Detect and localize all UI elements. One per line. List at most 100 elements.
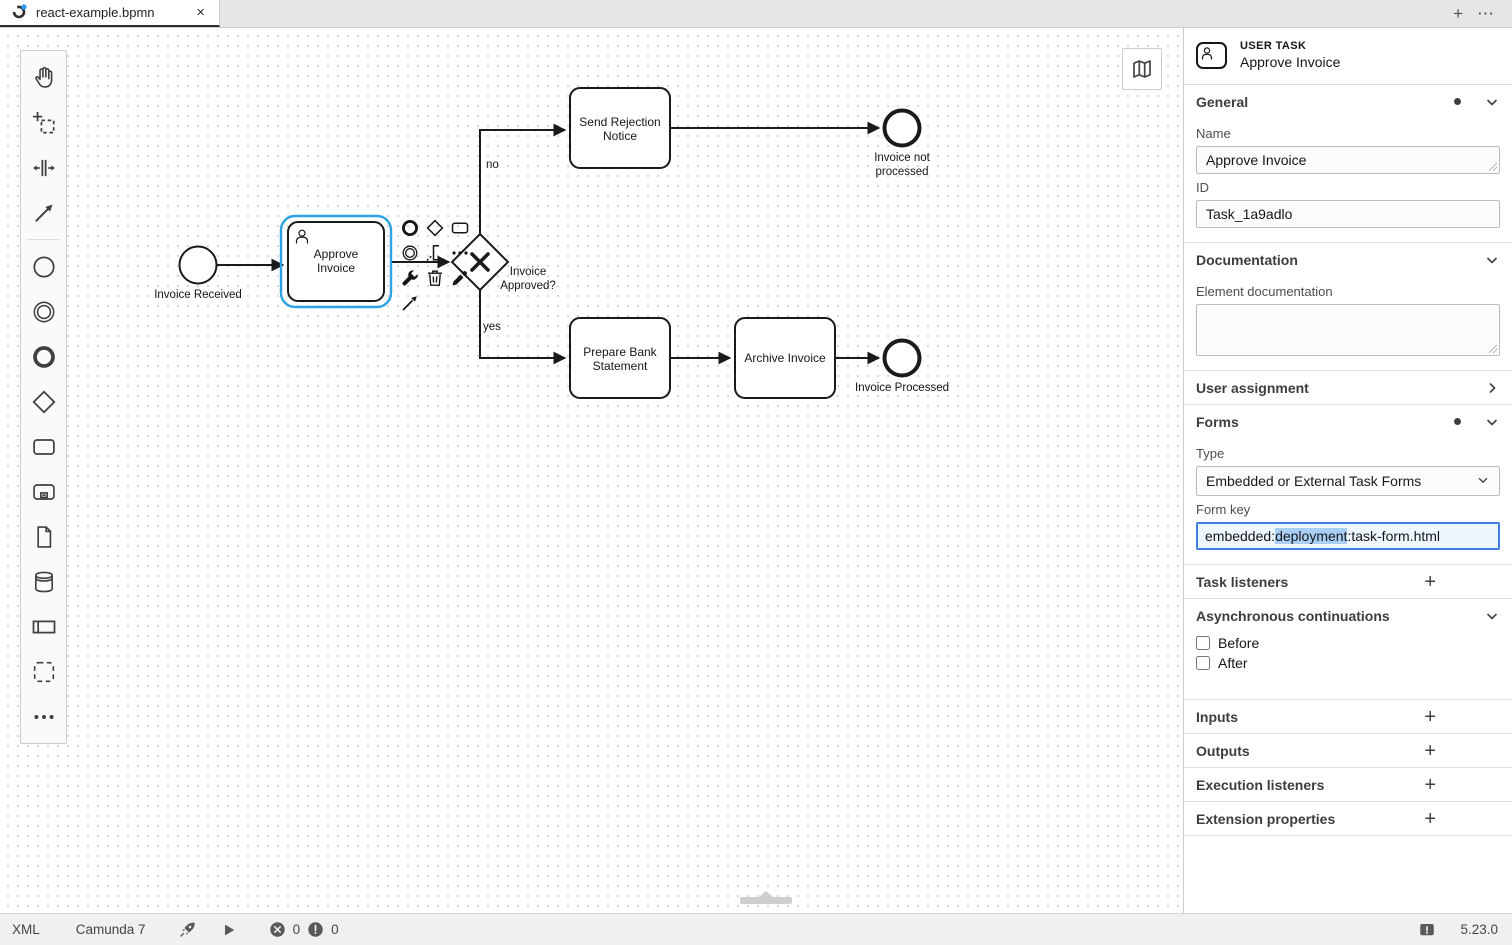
section-title: Execution listeners (1196, 776, 1325, 793)
task-prepare-bank-statement[interactable]: Prepare Bank Statement (569, 317, 671, 399)
minimap-toggle-button[interactable] (1122, 48, 1162, 90)
async-before-label: Before (1218, 635, 1260, 651)
add-task-listener-button[interactable]: + (1424, 570, 1436, 593)
section-task-listeners-header[interactable]: Task listeners + (1196, 565, 1500, 598)
start-instance-button[interactable] (209, 914, 249, 945)
name-field-label: Name (1196, 126, 1231, 141)
engine-label: Camunda 7 (75, 922, 146, 937)
create-data-store[interactable] (21, 559, 66, 604)
delete-trash-icon[interactable] (423, 266, 446, 289)
add-output-button[interactable]: + (1424, 739, 1436, 762)
engine-selector[interactable]: Camunda 7 (64, 914, 158, 945)
section-filled-indicator (1454, 418, 1461, 425)
user-task-person-icon (295, 229, 309, 244)
start-event-invoice-received[interactable] (178, 245, 218, 285)
add-execution-listener-button[interactable]: + (1424, 773, 1436, 796)
hand-tool[interactable] (21, 55, 66, 100)
map-icon (1133, 60, 1151, 78)
section-forms: Forms Type Embedded or External Task For… (1184, 405, 1512, 565)
element-name-label: Approve Invoice (1240, 54, 1341, 70)
resize-grip[interactable] (1489, 345, 1497, 353)
section-documentation-header[interactable]: Documentation (1196, 243, 1500, 276)
form-type-select[interactable]: Embedded or External Task Forms (1196, 466, 1500, 496)
form-key-input[interactable]: embedded:deployment:task-form.html (1196, 522, 1500, 550)
create-subprocess[interactable] (21, 469, 66, 514)
async-before-row[interactable]: Before (1196, 635, 1500, 651)
task-archive-invoice[interactable]: Archive Invoice (734, 317, 836, 399)
append-text-annotation[interactable] (423, 241, 446, 264)
tab-react-example[interactable]: react-example.bpmn × (0, 0, 220, 27)
palette-more-tools[interactable] (21, 694, 66, 739)
create-group[interactable] (21, 649, 66, 694)
deploy-button[interactable] (166, 914, 209, 945)
status-bar: XML Camunda 7 0 0 (0, 913, 1512, 945)
create-gateway[interactable] (21, 379, 66, 424)
async-before-checkbox[interactable] (1196, 636, 1210, 650)
chevron-down-icon (1484, 94, 1500, 110)
lasso-tool[interactable] (21, 100, 66, 145)
id-field-label: ID (1196, 180, 1209, 195)
append-task[interactable] (448, 216, 471, 239)
context-pad-more[interactable] (448, 241, 471, 264)
feedback-button[interactable] (1406, 921, 1448, 939)
add-extension-property-button[interactable]: + (1424, 807, 1436, 830)
tab-bar: react-example.bpmn × + ⋯ (0, 0, 1512, 28)
section-async-header[interactable]: Asynchronous continuations (1196, 599, 1500, 632)
create-data-object[interactable] (21, 514, 66, 559)
section-outputs: Outputs + (1184, 734, 1512, 768)
set-color-brush-icon[interactable] (448, 266, 471, 289)
chevron-down-icon (1484, 252, 1500, 268)
section-execution-listeners-header[interactable]: Execution listeners + (1196, 768, 1500, 801)
create-end-event[interactable] (21, 334, 66, 379)
tab-close-button[interactable]: × (192, 3, 209, 22)
xml-view-toggle[interactable]: XML (0, 914, 52, 945)
section-forms-header[interactable]: Forms (1196, 405, 1500, 438)
task-label-line: Statement (593, 359, 648, 373)
resize-grip[interactable] (1489, 163, 1497, 171)
name-input[interactable] (1196, 146, 1500, 174)
gateway-label-line: Invoice (510, 266, 546, 278)
end-event-label: Invoice Processed (855, 382, 949, 394)
element-documentation-textarea[interactable] (1196, 304, 1500, 356)
section-outputs-header[interactable]: Outputs + (1196, 734, 1500, 767)
global-connect-tool[interactable] (21, 190, 66, 235)
user-task-approve-invoice[interactable]: Approve Invoice (287, 221, 385, 302)
section-task-listeners: Task listeners + (1184, 565, 1512, 599)
section-inputs-header[interactable]: Inputs + (1196, 700, 1500, 733)
change-type-wrench-icon[interactable] (398, 266, 421, 289)
selection-outline (279, 214, 393, 309)
section-user-assignment-header[interactable]: User assignment (1196, 371, 1500, 404)
problems-indicator[interactable]: 0 0 (257, 914, 351, 945)
async-after-checkbox[interactable] (1196, 656, 1210, 670)
add-input-button[interactable]: + (1424, 705, 1436, 728)
connect-arrow-icon[interactable] (398, 291, 421, 314)
flow-gateway-no[interactable] (479, 123, 567, 234)
end-event-invoice-processed[interactable] (882, 338, 922, 378)
bpmn-canvas[interactable]: Invoice Received Approve Invoice (0, 28, 1184, 913)
append-gateway[interactable] (423, 216, 446, 239)
sequence-flows[interactable] (217, 121, 881, 365)
task-label-line: Invoice (317, 261, 355, 275)
flow-gateway-yes[interactable] (479, 290, 567, 365)
bottom-panel-handle[interactable] (740, 891, 792, 904)
create-intermediate-event[interactable] (21, 289, 66, 334)
create-participant[interactable] (21, 604, 66, 649)
section-title: Extension properties (1196, 810, 1336, 827)
new-tab-button[interactable]: + (1453, 4, 1463, 23)
section-extension-properties-header[interactable]: Extension properties + (1196, 802, 1500, 835)
section-general-header[interactable]: General (1196, 85, 1500, 118)
create-task[interactable] (21, 424, 66, 469)
id-input[interactable] (1196, 200, 1500, 228)
task-send-rejection-notice[interactable]: Send Rejection Notice (569, 87, 671, 169)
space-tool[interactable] (21, 145, 66, 190)
create-start-event[interactable] (21, 244, 66, 289)
async-after-row[interactable]: After (1196, 655, 1500, 671)
tab-overflow-button[interactable]: ⋯ (1477, 4, 1494, 23)
error-count: 0 (292, 922, 301, 937)
append-end-event[interactable] (398, 216, 421, 239)
version-label: 5.23.0 (1460, 922, 1498, 937)
exclusive-gateway-invoice-approved[interactable] (450, 232, 510, 292)
section-execution-listeners: Execution listeners + (1184, 768, 1512, 802)
end-event-invoice-not-processed[interactable] (882, 108, 922, 148)
append-intermediate-event[interactable] (398, 241, 421, 264)
